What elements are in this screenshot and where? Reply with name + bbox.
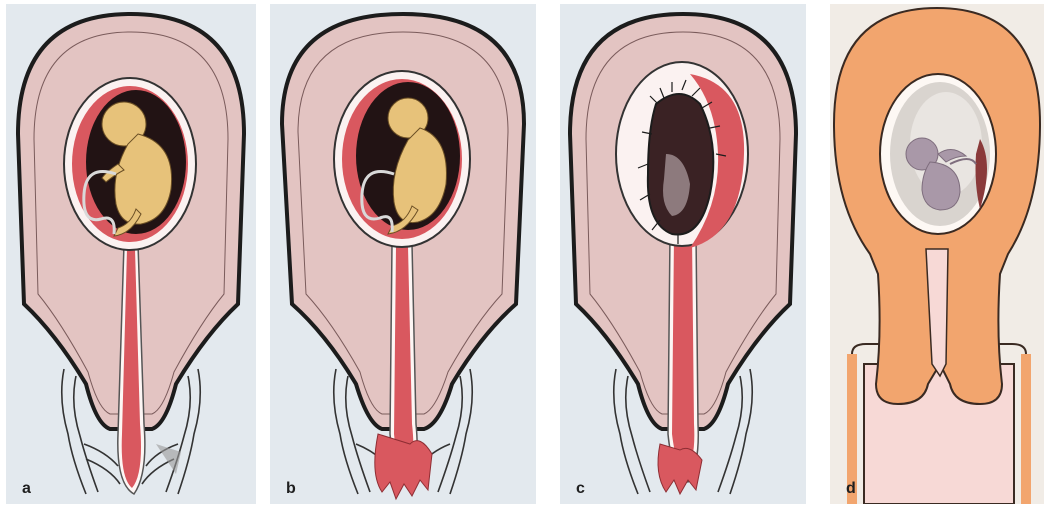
panel-b-label: b	[286, 480, 296, 498]
panel-c-blood	[672, 236, 694, 472]
panel-a-label: a	[22, 480, 31, 498]
panel-c-label: c	[576, 480, 585, 498]
panel-b-illustration	[270, 4, 536, 504]
panel-a-complete-uterus-with-fetus: a	[6, 4, 256, 504]
panel-d-missed-abortion: d	[830, 4, 1044, 504]
panel-d-illustration	[830, 4, 1044, 504]
panel-d-label: d	[846, 480, 856, 498]
panel-b-threatened-abortion: b	[270, 4, 536, 504]
panel-c-inevitable-abortion: c	[560, 4, 806, 504]
panel-a-illustration	[6, 4, 256, 504]
panel-c-illustration	[560, 4, 806, 504]
